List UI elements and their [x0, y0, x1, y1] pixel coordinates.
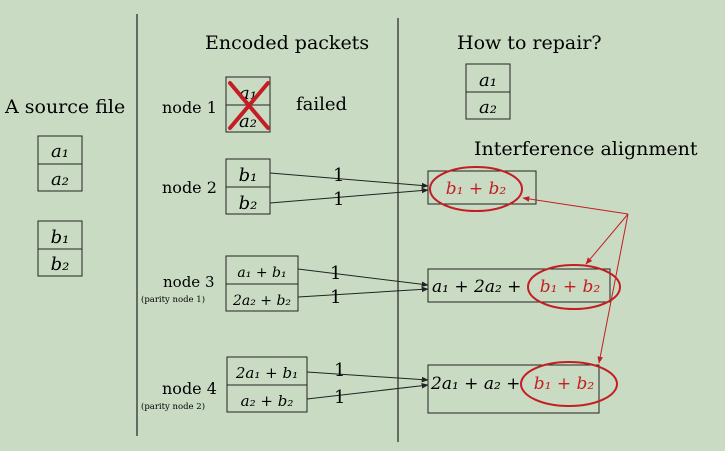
- failed-cross-icon: [228, 81, 270, 130]
- repair-result-1-aligned: b₁ + b₂: [446, 179, 507, 199]
- node-3: node 3 (parity node 1) a₁ + b₁ 2a₂ + b₂: [141, 255, 299, 312]
- node-1-status: failed: [296, 94, 347, 115]
- alignment-highlight-2: [527, 264, 621, 310]
- node-2: node 2 b₁ b₂: [162, 158, 271, 215]
- repair-result-2-aligned: b₁ + b₂: [540, 277, 601, 297]
- repair-result-3-prefix: 2a₁ + a₂ +: [430, 374, 520, 394]
- repair-result-2-prefix: a₁ + 2a₂ +: [432, 277, 521, 297]
- header-how-to-repair: How to repair?: [457, 32, 602, 54]
- node-3-cell-1: a₁ + b₁: [237, 265, 286, 281]
- node-2-arrows: 1 1: [269, 165, 429, 210]
- repair-result-2: a₁ + 2a₂ + b₁ + b₂: [427, 264, 621, 310]
- source-cell-a1: a₁: [51, 141, 69, 162]
- repaired-node: a₁ a₂: [465, 63, 511, 120]
- alignment-highlight-1: [429, 166, 523, 212]
- node-4-sublabel: (parity node 2): [141, 401, 205, 412]
- coefficient-node-3-bottom: 1: [330, 287, 341, 308]
- node-1-cell-2: a₂: [239, 111, 257, 132]
- alignment-pointer-arrows: [522, 196, 629, 364]
- node-4-cell-2: a₂ + b₂: [241, 392, 294, 410]
- header-encoded-packets: Encoded packets: [205, 32, 369, 54]
- node-3-cell-2: 2a₂ + b₂: [232, 293, 291, 309]
- node-4: node 4 (parity node 2) 2a₁ + b₁ a₂ + b₂: [141, 356, 308, 413]
- source-block-a: a₁ a₂: [37, 135, 83, 192]
- node-1: node 1 a₁ a₂ failed: [162, 76, 347, 133]
- repair-result-3-aligned: b₁ + b₂: [534, 374, 595, 394]
- header-interference-alignment: Interference alignment: [474, 138, 698, 160]
- coefficient-node-4-bottom: 1: [334, 387, 345, 408]
- node-4-arrows: 1 1: [306, 360, 429, 408]
- source-cell-b2: b₂: [51, 254, 70, 275]
- repair-result-3: 2a₁ + a₂ + b₁ + b₂: [427, 361, 618, 414]
- node-2-cell-1: b₁: [239, 165, 258, 186]
- coefficient-node-2-top: 1: [333, 165, 344, 186]
- repaired-cell-1: a₁: [479, 70, 497, 91]
- source-cell-a2: a₂: [51, 169, 69, 190]
- node-4-label: node 4: [162, 379, 217, 398]
- node-2-cell-2: b₂: [239, 193, 258, 214]
- node-2-label: node 2: [162, 178, 217, 197]
- source-cell-b1: b₁: [51, 227, 70, 248]
- node-3-label: node 3: [163, 273, 214, 291]
- coefficient-node-3-top: 1: [330, 263, 341, 284]
- coefficient-node-4-top: 1: [334, 360, 345, 381]
- repaired-cell-2: a₂: [479, 97, 497, 118]
- coefficient-node-2-bottom: 1: [333, 189, 344, 210]
- node-3-sublabel: (parity node 1): [141, 294, 205, 305]
- source-block-b: b₁ b₂: [37, 220, 83, 277]
- node-4-cell-1: 2a₁ + b₁: [235, 364, 298, 382]
- node-3-arrows: 1 1: [297, 263, 429, 308]
- node-1-label: node 1: [162, 98, 217, 117]
- header-source-file: A source file: [4, 96, 125, 118]
- alignment-highlight-3: [520, 361, 618, 407]
- repair-result-1: b₁ + b₂: [427, 166, 537, 212]
